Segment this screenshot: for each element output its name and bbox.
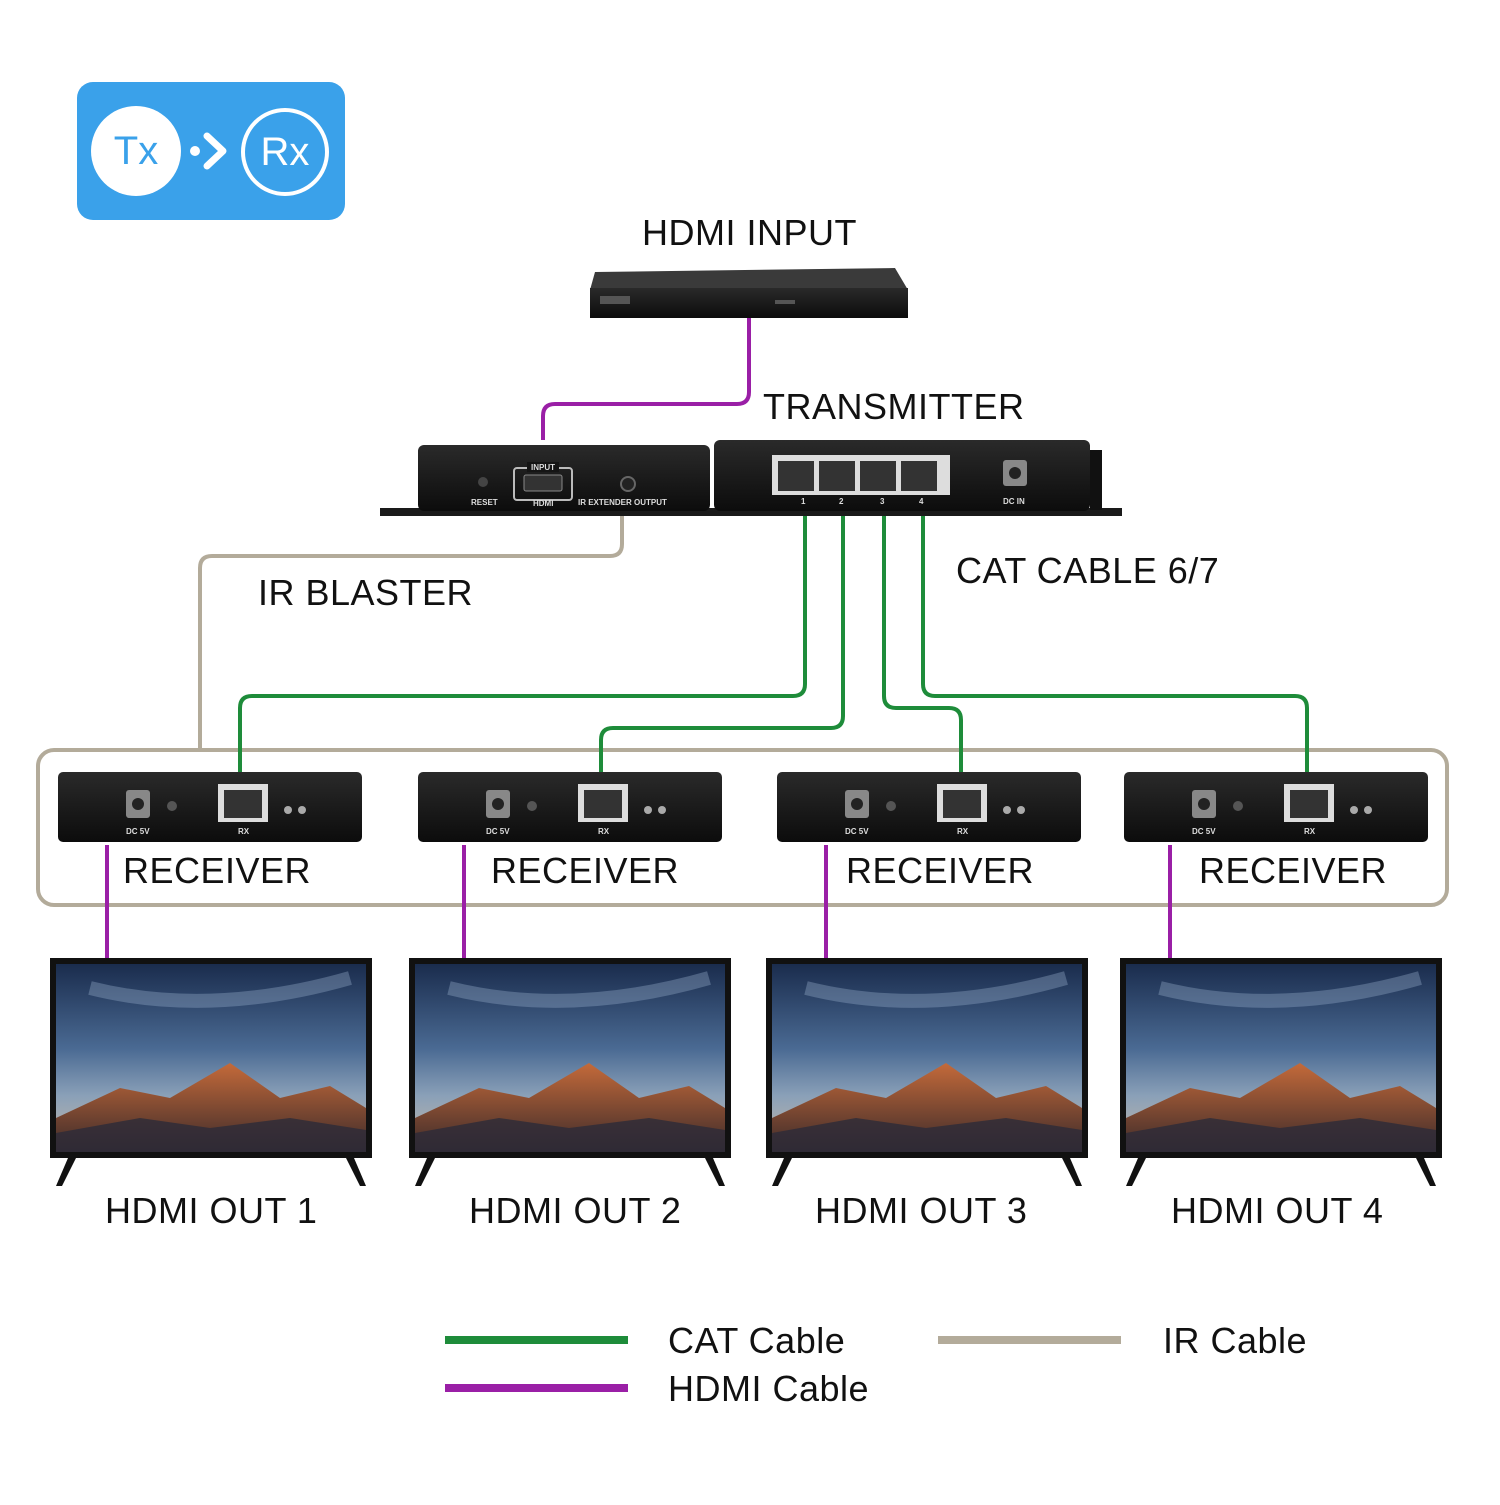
receiver-enclosure — [36, 748, 1449, 907]
input-label: INPUT — [531, 463, 555, 472]
transmitter-label: TRANSMITTER — [763, 386, 1025, 427]
hdmi-input-label: HDMI INPUT — [642, 212, 857, 253]
tv-display-4 — [1120, 958, 1442, 1186]
hdmi-out-label-1: HDMI OUT 1 — [105, 1190, 318, 1231]
dc-in-label: DC IN — [1003, 497, 1025, 506]
tx-circle: Tx — [91, 106, 181, 196]
tv-display-1 — [50, 958, 372, 1186]
receiver-device-1: DC 5V RX — [58, 772, 362, 842]
receiver-device-3: DC 5V RX — [777, 772, 1081, 842]
receiver-dc-label: DC 5V — [845, 827, 869, 836]
transmitter-device: RESET INPUT HDMI IR EXTENDER OUTPUT 1 2 … — [380, 440, 1122, 516]
tv-display-2 — [409, 958, 731, 1186]
receiver-label-2: RECEIVER — [491, 850, 680, 891]
legend-hdmi-label: HDMI Cable — [668, 1368, 870, 1409]
hdmi-out-label-4: HDMI OUT 4 — [1171, 1190, 1384, 1231]
hdmi-out-label-3: HDMI OUT 3 — [815, 1190, 1028, 1231]
receiver-rx-label: RX — [238, 827, 250, 836]
reset-label: RESET — [471, 498, 498, 507]
receiver-device-2: DC 5V RX — [418, 772, 722, 842]
legend-cat-label: CAT Cable — [668, 1320, 846, 1361]
tx-rx-badge: Tx Rx — [77, 82, 345, 220]
port-label-1: 1 — [801, 497, 806, 506]
rx-circle: Rx — [241, 108, 329, 196]
receiver-label-3: RECEIVER — [846, 850, 1035, 891]
port-label-2: 2 — [839, 497, 844, 506]
receiver-rx-label: RX — [1304, 827, 1316, 836]
hdmi-port-label: HDMI — [533, 499, 553, 508]
cat-cable-1 — [238, 515, 807, 775]
ir-blaster-label: IR BLASTER — [258, 572, 474, 613]
hdmi-input-cable — [541, 318, 751, 440]
receiver-rx-label: RX — [957, 827, 969, 836]
port-label-4: 4 — [919, 497, 924, 506]
ir-blaster-cable — [198, 512, 624, 750]
hdmi-out-label-2: HDMI OUT 2 — [469, 1190, 682, 1231]
legend-ir-label: IR Cable — [1163, 1320, 1308, 1361]
ir-output-label: IR EXTENDER OUTPUT — [578, 498, 667, 507]
cat-cable-2 — [599, 515, 845, 775]
port-label-3: 3 — [880, 497, 885, 506]
tv-display-3 — [766, 958, 1088, 1186]
dvd-player — [590, 268, 908, 318]
receiver-rx-label: RX — [598, 827, 610, 836]
receiver-dc-label: DC 5V — [126, 827, 150, 836]
receiver-label-4: RECEIVER — [1199, 850, 1388, 891]
cat-cable-3 — [882, 515, 963, 775]
cat-cable-4 — [921, 515, 1309, 775]
receiver-dc-label: DC 5V — [1192, 827, 1216, 836]
receiver-label-1: RECEIVER — [123, 850, 312, 891]
receiver-device-4: DC 5V RX — [1124, 772, 1428, 842]
arrow-right-icon — [190, 132, 227, 170]
receiver-dc-label: DC 5V — [486, 827, 510, 836]
cat-cable-label: CAT CABLE 6/7 — [956, 550, 1220, 591]
